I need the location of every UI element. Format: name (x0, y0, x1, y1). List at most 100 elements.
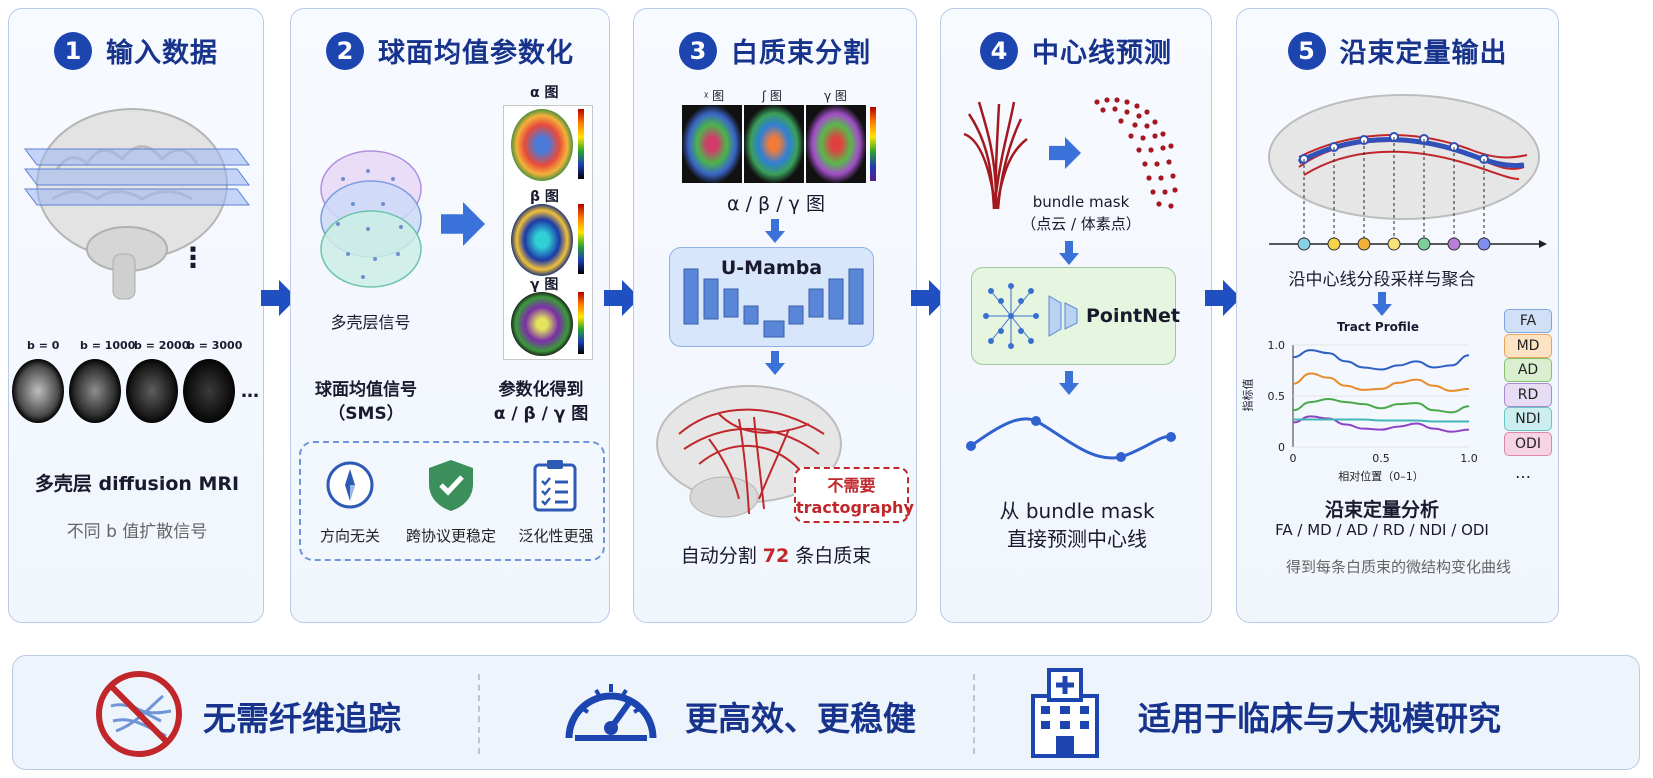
divider (973, 674, 975, 754)
panel-along-tract-output: 5 沿束定量输出 沿中心线分段采样与聚合 Tract Profile 指标值 0… (1236, 8, 1559, 623)
panel-title: 中心线预测 (1032, 38, 1172, 69)
input-subcaption: 不同 b 值扩散信号 (66, 522, 208, 542)
series-line-fa (1292, 349, 1470, 371)
x-axis-label: 相对位置（0–1） (1338, 469, 1424, 483)
step-number: 4 (980, 31, 1018, 70)
clipboard-list-icon (533, 460, 577, 512)
panel-header: 3 白质束分割 (634, 31, 916, 70)
input-map-image (744, 105, 804, 183)
u-mamba-label: U-Mamba (720, 257, 823, 279)
colorbar (578, 109, 584, 179)
metrics-more: … (1515, 463, 1531, 482)
feature-label: 方向无关 (319, 527, 381, 545)
arrow-right-icon (911, 280, 947, 316)
map-label: α 图 (530, 85, 559, 101)
series-line-md (1292, 372, 1470, 392)
metric-badge-fa: FA (1504, 309, 1552, 333)
map-label: γ 图 (824, 89, 847, 103)
x-tick-label: 1.0 (1460, 452, 1478, 465)
arrow-right-icon (1205, 280, 1241, 316)
sphere-label: 多壳层信号 (330, 313, 411, 332)
benefit-label: 适用于临床与大规模研究 (1138, 699, 1501, 738)
feature-label: 泛化性更强 (518, 527, 594, 545)
series-line-ndi (1292, 418, 1469, 423)
multishell-spheres-illustration (320, 150, 422, 288)
slices-ellipsis: … (241, 381, 259, 402)
y-tick-label: 0.5 (1268, 390, 1286, 403)
gamma-map-image (511, 292, 573, 356)
panel-header: 4 中心线预测 (941, 31, 1211, 70)
input-map-image (682, 105, 742, 183)
segmentation-caption: 自动分割 72 条白质束 (634, 541, 918, 568)
quant-subcaption: 得到每条白质束的微结构变化曲线 (1285, 558, 1511, 576)
hospital-icon (1031, 668, 1099, 758)
sms-caption-abbrev: （SMS） (328, 404, 404, 424)
beta-map-image (511, 204, 573, 276)
arrow-right-icon (1049, 137, 1081, 169)
caption-suffix: 条白质束 (789, 545, 872, 567)
arrow-down-icon (1059, 241, 1079, 265)
bundle-count: 72 (762, 545, 790, 567)
panel-centerline: 4 中心线预测 bundle mask （点云 / 体素点） (940, 8, 1212, 623)
mri-slice-b0 (12, 359, 64, 423)
centerline-caption: 从 bundle mask (999, 499, 1155, 523)
unet-blocks-illustration (683, 268, 864, 338)
y-tick-label: 1.0 (1268, 339, 1286, 352)
params-caption: 参数化得到 (498, 380, 584, 400)
benefit-label: 无需纤维追踪 (203, 699, 401, 738)
shield-check-icon (429, 460, 473, 511)
arrow-right-icon (261, 280, 297, 316)
arrow-right-icon (604, 280, 640, 316)
arrow-right-icon (441, 202, 485, 246)
y-tick-label: 0 (1278, 441, 1285, 454)
centerline-curve-illustration (966, 416, 1176, 462)
bvalue-label: b = 0 (27, 339, 60, 352)
colorbar (578, 204, 584, 274)
panel-input-data: 1 输入数据 ⋮ b = 0 b = 1000 b = 2000 b = 300… (8, 8, 264, 623)
vertical-ellipsis: ⋮ (179, 241, 207, 274)
metric-badge-ad: AD (1504, 358, 1552, 382)
pointnet-layers-illustration (1048, 295, 1078, 337)
tract-profile-chart: 0 0.5 1.0 0 0.5 1.0 相对位置（0–1） (1268, 339, 1478, 483)
step-number: 1 (54, 31, 92, 70)
bvalue-label: b = 1000 (80, 339, 136, 352)
panel-header: 5 沿束定量输出 (1237, 31, 1558, 70)
x-tick-label: 0 (1290, 452, 1297, 465)
bundle-mask-sublabel: （点云 / 体素点） (1021, 215, 1141, 233)
note-line: 不需要 (827, 476, 876, 495)
panel-title: 球面均值参数化 (378, 38, 574, 69)
panel-title: 沿束定量输出 (1339, 38, 1508, 69)
no-tractography-icon (96, 671, 182, 757)
sms-caption: 球面均值信号 (315, 380, 417, 400)
sampling-caption: 沿中心线分段采样与聚合 (1288, 270, 1476, 290)
feature-label: 跨协议更稳定 (405, 527, 497, 545)
tract-sampling-illustration (1268, 94, 1547, 251)
metric-badge-rd: RD (1504, 382, 1552, 407)
bvalue-label: b = 2000 (134, 339, 190, 352)
map-label: β 图 (530, 189, 559, 205)
x-tick-label: 0.5 (1372, 452, 1390, 465)
panel-title: 白质束分割 (731, 38, 871, 69)
alpha-map-image (511, 109, 573, 181)
bundle-mask-label: bundle mask (1032, 193, 1130, 211)
map-label: γ 图 (530, 277, 559, 293)
colorbar (578, 292, 584, 354)
map-label: ᵡ 图 (704, 89, 725, 103)
pointnet-label: PointNet (1086, 305, 1180, 327)
panel-tract-segmentation: 3 白质束分割 ᵡ 图 ʃ 图 γ 图 α / β / γ 图 U-Mamba … (633, 8, 917, 623)
metric-badge-ndi: NDI (1504, 407, 1552, 431)
mri-slice-b1000 (69, 359, 121, 423)
metric-badge-md: MD (1504, 333, 1552, 358)
arrow-down-icon (765, 219, 785, 243)
benefits-bar: 无需纤维追踪 更高效、更稳健 适用于临床与大规模研究 (12, 655, 1640, 770)
quant-caption: 沿束定量分析 (1324, 499, 1439, 521)
chart-title: Tract Profile (1337, 320, 1420, 334)
arrow-down-icon (1372, 292, 1392, 316)
brain-with-slices-illustration (24, 108, 250, 300)
divider (478, 674, 480, 754)
series-line-rd (1292, 415, 1470, 433)
params-caption-maps: α / β / γ 图 (493, 404, 589, 424)
note-line: tractography (796, 498, 914, 517)
input-caption: 多壳层 diffusion MRI (34, 473, 240, 495)
panel-header: 1 输入数据 (9, 31, 263, 70)
